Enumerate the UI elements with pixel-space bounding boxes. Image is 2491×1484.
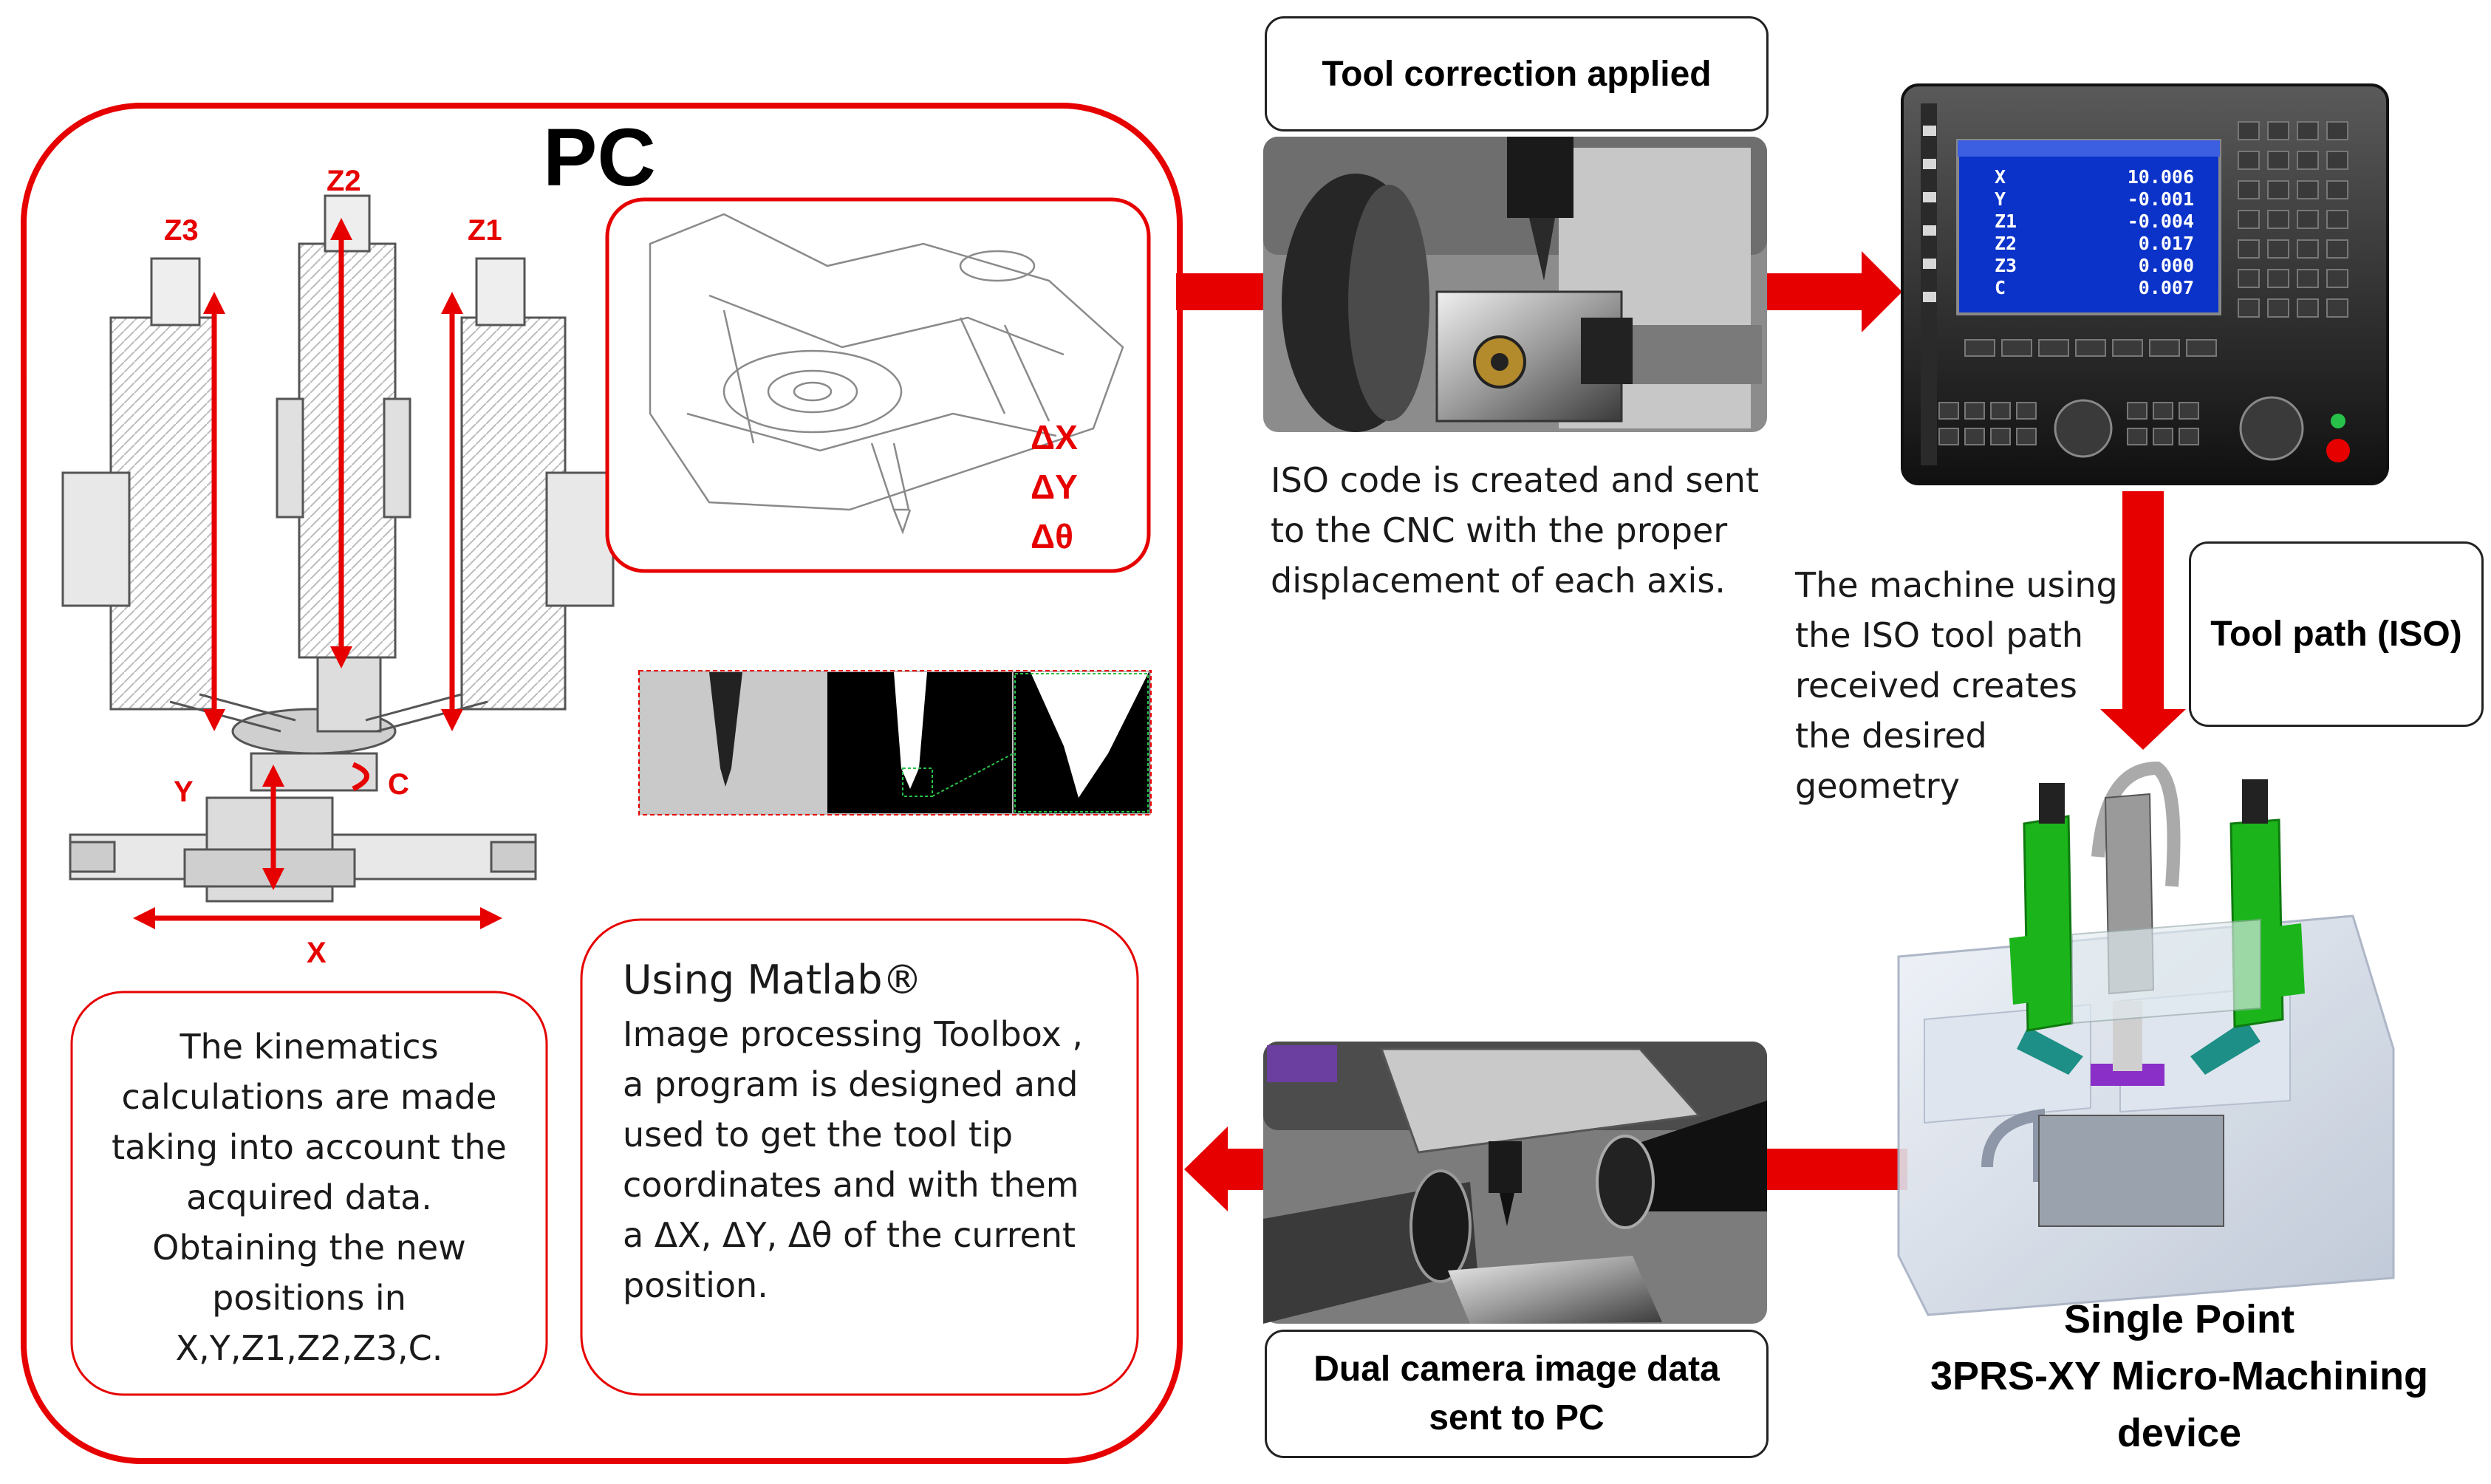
arrow-cnc-to-device [2100, 491, 2186, 750]
axis-label-c: C [388, 768, 409, 801]
cnc-readout-row: X 10.006 [1995, 166, 2194, 188]
micro-machining-device-model [1897, 761, 2395, 1316]
camera-data-label: Dual camera image data sent to PC [1265, 1330, 1769, 1458]
kinematics-box [70, 991, 548, 1396]
arrow-pc-to-tool-correction [1176, 273, 1272, 310]
delta-x-label: ΔX [1031, 418, 1078, 457]
machine-text: The machine using the ISO tool path rece… [1795, 565, 2118, 806]
cnc-axis-name: X [1995, 166, 2006, 188]
tool-correction-photo [1263, 137, 1767, 432]
delta-theta-label: Δθ [1031, 517, 1073, 555]
cnc-readout-row: Z3 0.000 [1995, 255, 2194, 277]
cnc-axis-name: Z1 [1995, 211, 2017, 232]
cnc-readout-row: Y -0.001 [1995, 188, 2194, 211]
kinematics-text: The kinematics calculations are made tak… [112, 1027, 507, 1368]
cnc-axis-value: 10.006 [2127, 166, 2194, 188]
cnc-readout-row: Z2 0.017 [1995, 233, 2194, 255]
kinematic-machine-drawing [61, 194, 615, 903]
cnc-axis-value: 0.007 [2138, 277, 2194, 298]
cnc-axis-value: 0.017 [2138, 233, 2194, 254]
pc-title: PC [543, 112, 656, 203]
cnc-axis-name: Z2 [1995, 233, 2017, 254]
cnc-readout-row: C 0.007 [1995, 277, 2194, 299]
cnc-axis-name: Z3 [1995, 255, 2017, 276]
tool-correction-label: Tool correction applied [1265, 16, 1769, 131]
cnc-readout-row: Z1 -0.004 [1995, 211, 2194, 233]
arrow-device-to-camera [1767, 1149, 1907, 1190]
tool-path-label: Tool path (ISO) [2189, 541, 2484, 727]
matlab-text: Image processing Toolbox , a program is … [623, 1014, 1083, 1305]
spindle-wireframe [649, 213, 1124, 535]
wireframe-inset-frame [605, 197, 1151, 573]
axis-label-x: X [307, 937, 327, 969]
axis-label-y: Y [174, 776, 194, 808]
cnc-control-panel [1901, 83, 2389, 485]
cnc-axis-value: 0.000 [2138, 255, 2194, 276]
cnc-axis-name: Y [1995, 188, 2006, 210]
cnc-axis-name: C [1995, 277, 2006, 298]
dual-camera-photo [1263, 1042, 1767, 1324]
device-title: Single Point 3PRS-XY Micro-Machining dev… [1930, 1297, 2429, 1455]
tool-tip-image-strip [638, 670, 1152, 815]
axis-arrows [133, 218, 502, 929]
arrow-to-cnc-panel [1767, 251, 1902, 332]
delta-y-label: ΔY [1031, 468, 1078, 506]
axis-label-z1: Z1 [468, 214, 502, 247]
iso-code-text: ISO code is created and sent to the CNC … [1271, 460, 1759, 601]
matlab-title: Using Matlab® [623, 957, 923, 1003]
axis-label-z2: Z2 [327, 165, 361, 197]
pc-container [21, 103, 1183, 1464]
axis-label-z3: Z3 [164, 214, 199, 247]
matlab-box [580, 918, 1139, 1396]
cnc-axis-value: -0.001 [2127, 188, 2194, 210]
cnc-axis-value: -0.004 [2127, 211, 2194, 232]
